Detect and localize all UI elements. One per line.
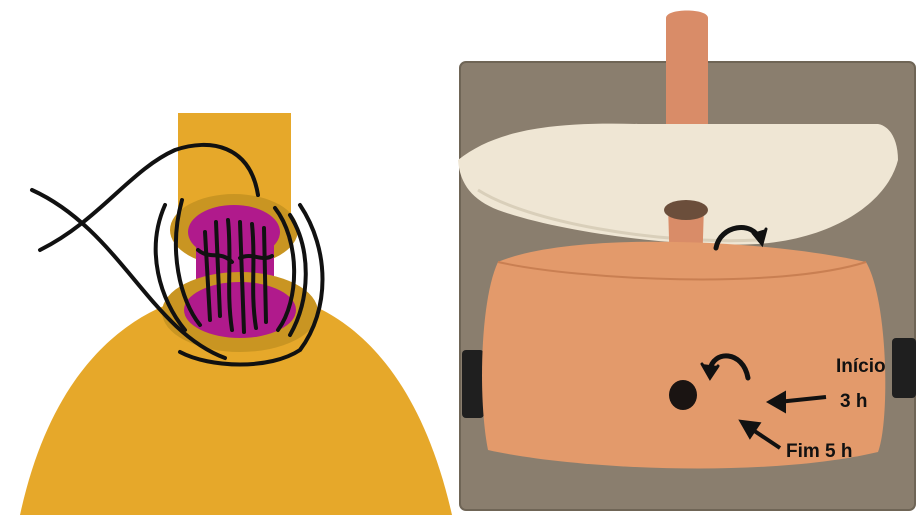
label-fim: Fim 5 h (786, 441, 853, 462)
stoma-hole (669, 380, 697, 410)
label-3h: 3 h (840, 391, 867, 412)
label-inicio: Início (836, 356, 886, 377)
right-clip (892, 338, 916, 398)
model-photo: Início 3 h Fim 5 h (458, 0, 920, 515)
tube (666, 11, 708, 131)
left-clip (462, 350, 484, 418)
anastomosis-schematic (0, 0, 455, 515)
silicone-cylinder (482, 242, 885, 469)
